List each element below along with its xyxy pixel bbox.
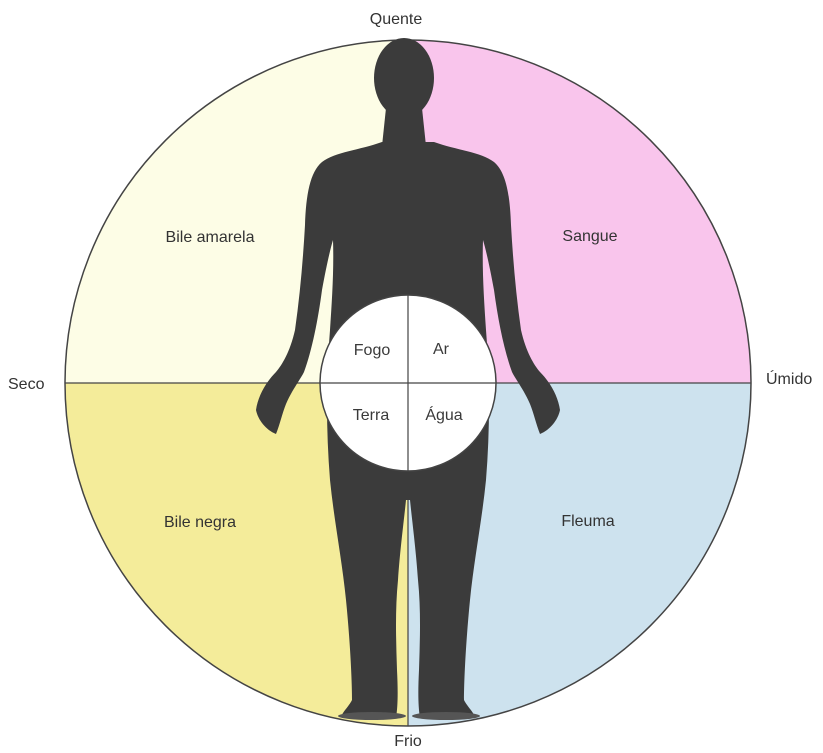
element-label-agua: Água [425,405,462,424]
element-label-terra: Terra [353,407,390,424]
axis-label-bottom: Frio [394,733,422,750]
humor-label-bile-amarela: Bile amarela [166,229,255,246]
element-label-fogo: Fogo [354,342,391,359]
axis-label-left: Seco [8,376,45,393]
elements-circle [320,295,496,471]
humor-label-sangue: Sangue [562,228,617,245]
element-label-ar: Ar [433,341,450,358]
humor-label-bile-negra: Bile negra [164,514,236,531]
axis-label-right: Úmido [766,369,812,388]
humor-label-fleuma: Fleuma [561,513,614,530]
axis-label-top: Quente [370,11,423,28]
